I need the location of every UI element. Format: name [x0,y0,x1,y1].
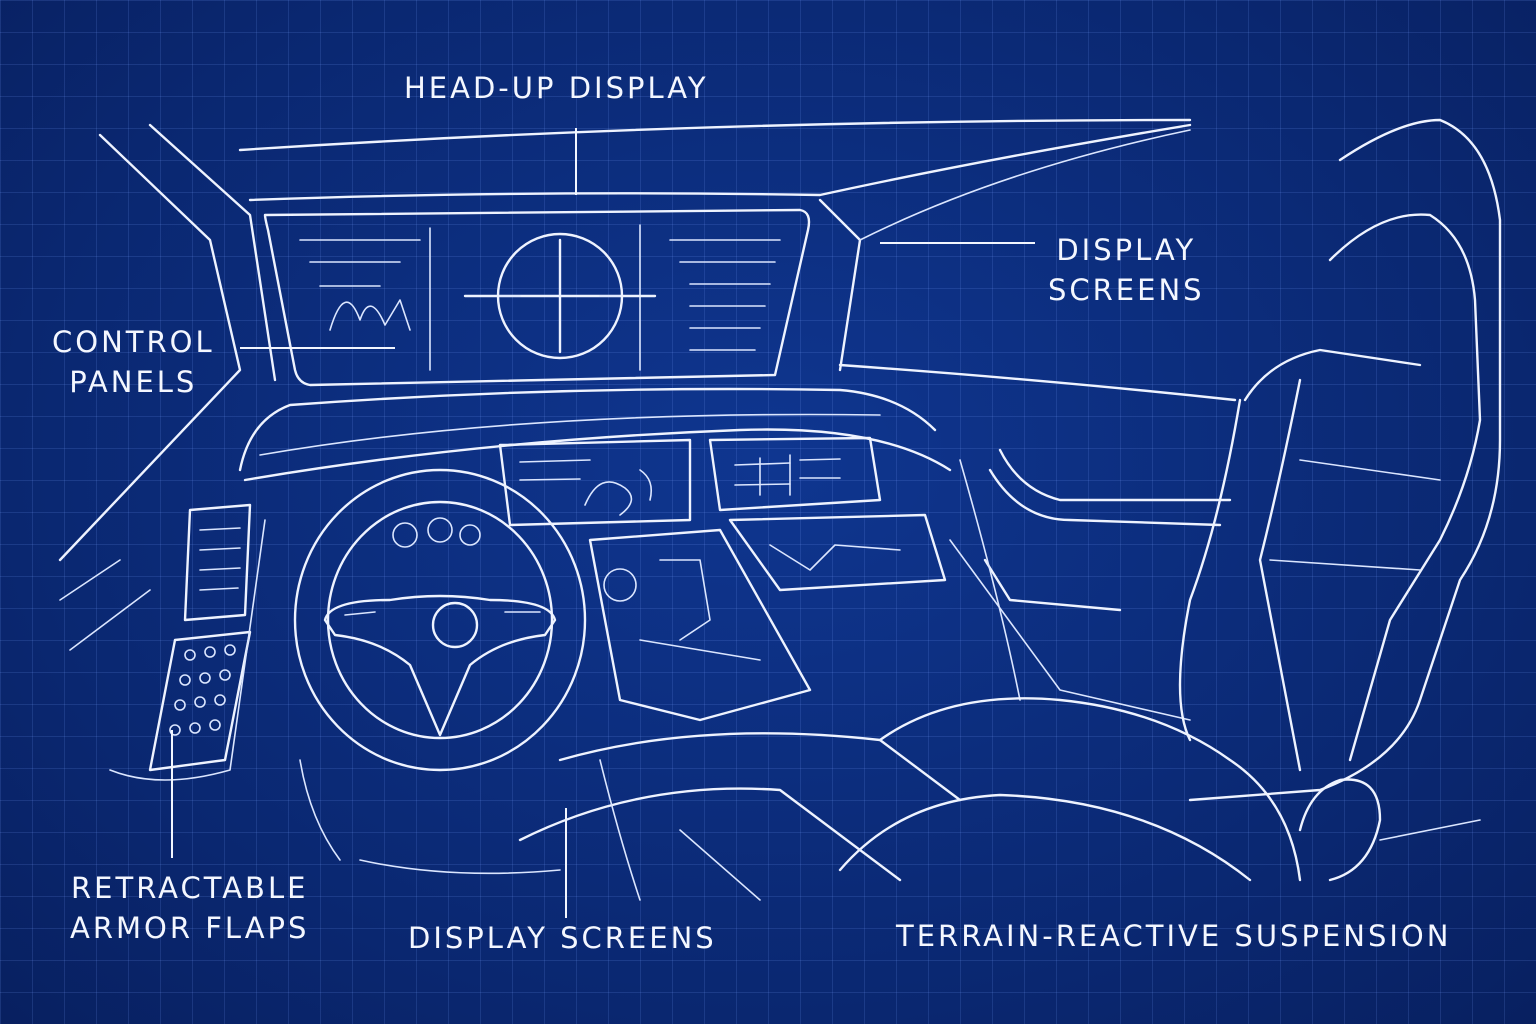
label-control-panels-line2: PANELS [69,365,198,399]
center-console [518,528,962,882]
label-display-screens-bottom: DISPLAY SCREENS [408,921,717,955]
seat [838,118,1502,882]
crosshair-reticle [463,232,657,360]
label-control-panels: CONTROL PANELS [52,322,215,402]
label-terrain-reactive-suspension: TERRAIN-REACTIVE SUSPENSION [896,919,1452,953]
label-retractable-armor-flaps-line2: ARMOR FLAPS [70,911,310,945]
secondary-display-screen [708,436,882,512]
left-control-panels [59,503,266,781]
label-leader-lines [171,128,1035,918]
floor-lines [299,759,1481,901]
label-display-screens-right-line2: SCREENS [1048,273,1205,307]
center-display-screen [498,438,692,527]
hud-readout-lines-right [669,239,781,351]
label-control-panels-line1: CONTROL [52,325,215,359]
steering-wheel [293,468,587,772]
label-display-screens-right: DISPLAY SCREENS [1048,230,1205,310]
door-panel [949,448,1232,721]
label-display-screens-right-line1: DISPLAY [1056,233,1197,267]
head-up-display-panel [263,208,811,387]
hud-readout-lines-left [299,239,421,331]
climate-module [728,513,947,592]
label-retractable-armor-flaps: RETRACTABLE ARMOR FLAPS [70,868,309,948]
windshield-frame [58,118,1237,562]
keypad [169,644,236,736]
dashboard [238,387,952,592]
label-head-up-display: HEAD-UP DISPLAY [404,71,709,105]
label-retractable-armor-flaps-line1: RETRACTABLE [71,871,309,905]
